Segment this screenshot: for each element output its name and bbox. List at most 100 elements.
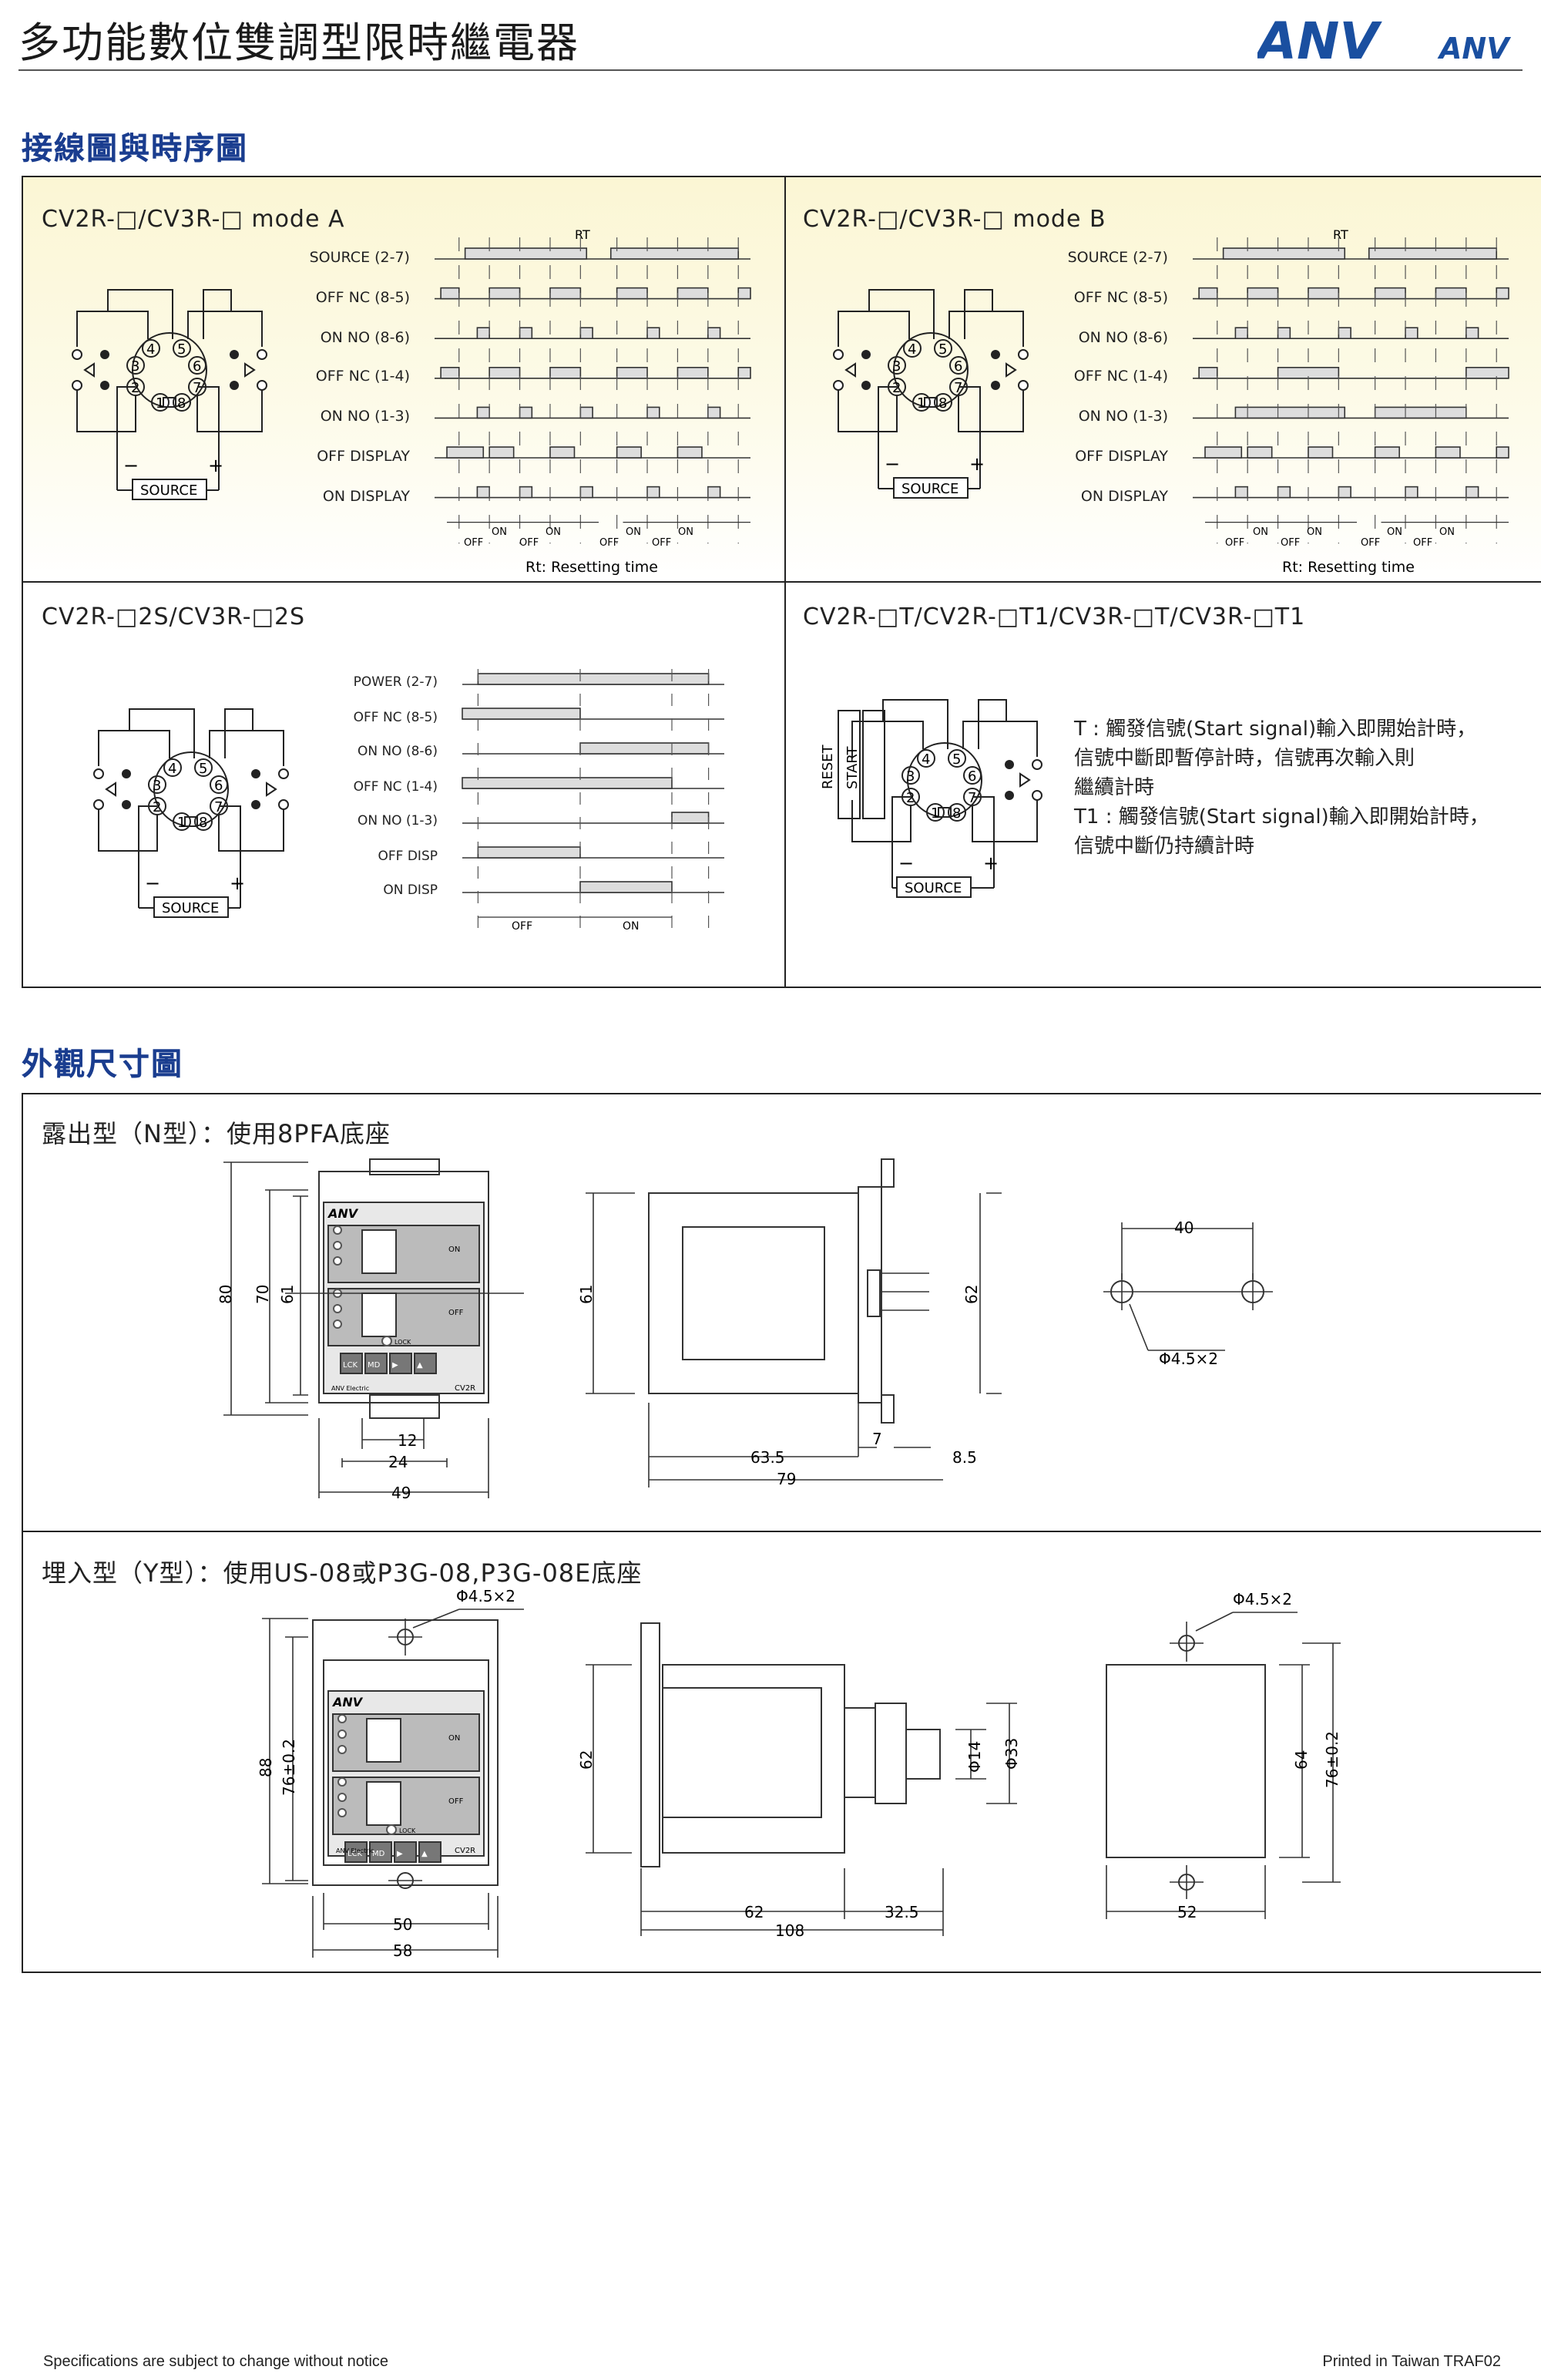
wire [98,809,158,852]
timing-pulse [1338,327,1351,340]
interval-label: OFF [599,537,619,549]
pin-circle [888,356,906,375]
pin-number: 4 [146,341,155,358]
lock-label: LOCK [399,1827,416,1834]
socket-neck [905,1729,941,1780]
dimension-value: 64 [1292,1750,1311,1770]
mode-2s-title: CV2R-□2S/CV3R-□2S [42,603,306,630]
interval-label: ON [546,526,561,538]
mode-t-note-line: T : 觸發信號(Start signal)輸入即開始計時， [1074,718,1477,741]
up-button-label: ▲ [417,1361,423,1370]
timing-pulse [737,366,751,379]
mode-t-title: CV2R-□T/CV2R-□T1/CV3R-□T/CV3R-□T1 [803,603,1306,630]
device-front [323,1659,489,1866]
interval-label: OFF [1413,537,1432,549]
on-label: ON [448,1245,460,1254]
wire [972,796,995,888]
mode-b-rt-label: RT [1333,227,1348,242]
pin-number: 7 [214,799,223,815]
mode-t-note-line: T1 : 觸發信號(Start signal)輸入即開始計時， [1074,806,1489,829]
contact-open [257,349,267,360]
dimension-box: 露出型（N型）：使用8PFA底座 埋入型（Y型）：使用US-08或P3G-08,… [22,1093,1541,1973]
source-label: SOURCE [905,880,962,896]
pin-number: 6 [954,358,962,375]
timing-pulse [1368,247,1498,260]
dimension-value: 108 [775,1921,804,1940]
timing-pulse [707,327,721,340]
wire [129,708,195,758]
wire [868,289,935,339]
pin-circle [949,356,968,375]
display-window [327,1225,480,1283]
timing-pulse [646,406,660,419]
contact-open [278,799,289,810]
source-box [132,479,207,500]
dimension-value: 76±0.2 [280,1739,298,1796]
timing-pulse [1247,446,1273,459]
timing-pulse [579,881,673,893]
digit-window [361,1229,397,1274]
contact-arrow [844,362,856,378]
timing-pulse [1247,287,1279,300]
contact-open [1018,349,1029,360]
dimension-value: 88 [257,1758,275,1777]
timing-pulse [1234,406,1346,419]
digit-window [361,1293,397,1337]
timing-pulse [446,446,485,459]
pin-number: 2 [131,380,139,396]
source-box [153,896,229,918]
right-button-label: ▶ [392,1361,398,1370]
flush-collar [844,1707,876,1798]
timing-pulse [440,366,460,379]
pin-circle [188,356,206,375]
contact-arrow [105,782,116,797]
dimension-value: Φ4.5×2 [1159,1350,1218,1368]
mode-2s-cell: CV2R-□2S/CV3R-□2S [23,581,784,985]
lock-indicator [381,1336,392,1346]
wire [838,390,898,432]
mode-a-cell: CV2R-□/CV3R-□ mode A [23,177,784,581]
signal-label: SOURCE (2-7) [1067,250,1168,267]
pin-number: 8 [177,395,186,412]
source-label: SOURCE [901,481,959,497]
clip [881,1158,895,1188]
signal-label: OFF DISP [378,849,438,864]
timing-pulse [646,327,660,340]
mount-tab [369,1394,440,1419]
wire [224,708,253,758]
dimension-value: 62 [577,1750,596,1770]
pin-number: 3 [131,358,139,375]
contact-open [72,380,82,391]
timing-pulse [1234,486,1248,499]
timing-pulse [1465,486,1479,499]
timing-pulse [579,742,710,755]
pin-number: 5 [952,751,961,768]
timing-pulse [477,846,581,859]
pin-circle [148,775,166,794]
device-side-body [648,1192,859,1394]
timing-pulse [549,446,576,459]
timing-pulse [464,247,588,260]
contact-closed [1005,791,1014,800]
signal-label: OFF NC (8-5) [353,710,438,725]
timing-pulse [609,247,740,260]
contact-open [833,380,844,391]
wire [959,386,981,489]
timing-pulse [1308,287,1340,300]
maker-label: ANV Electric [331,1385,369,1392]
led-indicator [337,1793,347,1802]
interval-label: OFF [519,537,539,549]
wire [187,311,263,347]
wire [891,796,911,888]
signal-label: ON NO (8-6) [357,745,438,760]
timing-pulse [1338,486,1351,499]
interval-label: ON [678,526,693,538]
wire [978,699,1007,749]
device-front [318,1171,489,1403]
mode-2s-on-label: ON [623,920,640,933]
signal-label: ON NO (8-6) [1078,329,1168,347]
contact-open [1018,380,1029,391]
contact-open [833,349,844,360]
dimension-value: 76±0.2 [1323,1731,1341,1788]
pin-number: 6 [193,358,201,375]
